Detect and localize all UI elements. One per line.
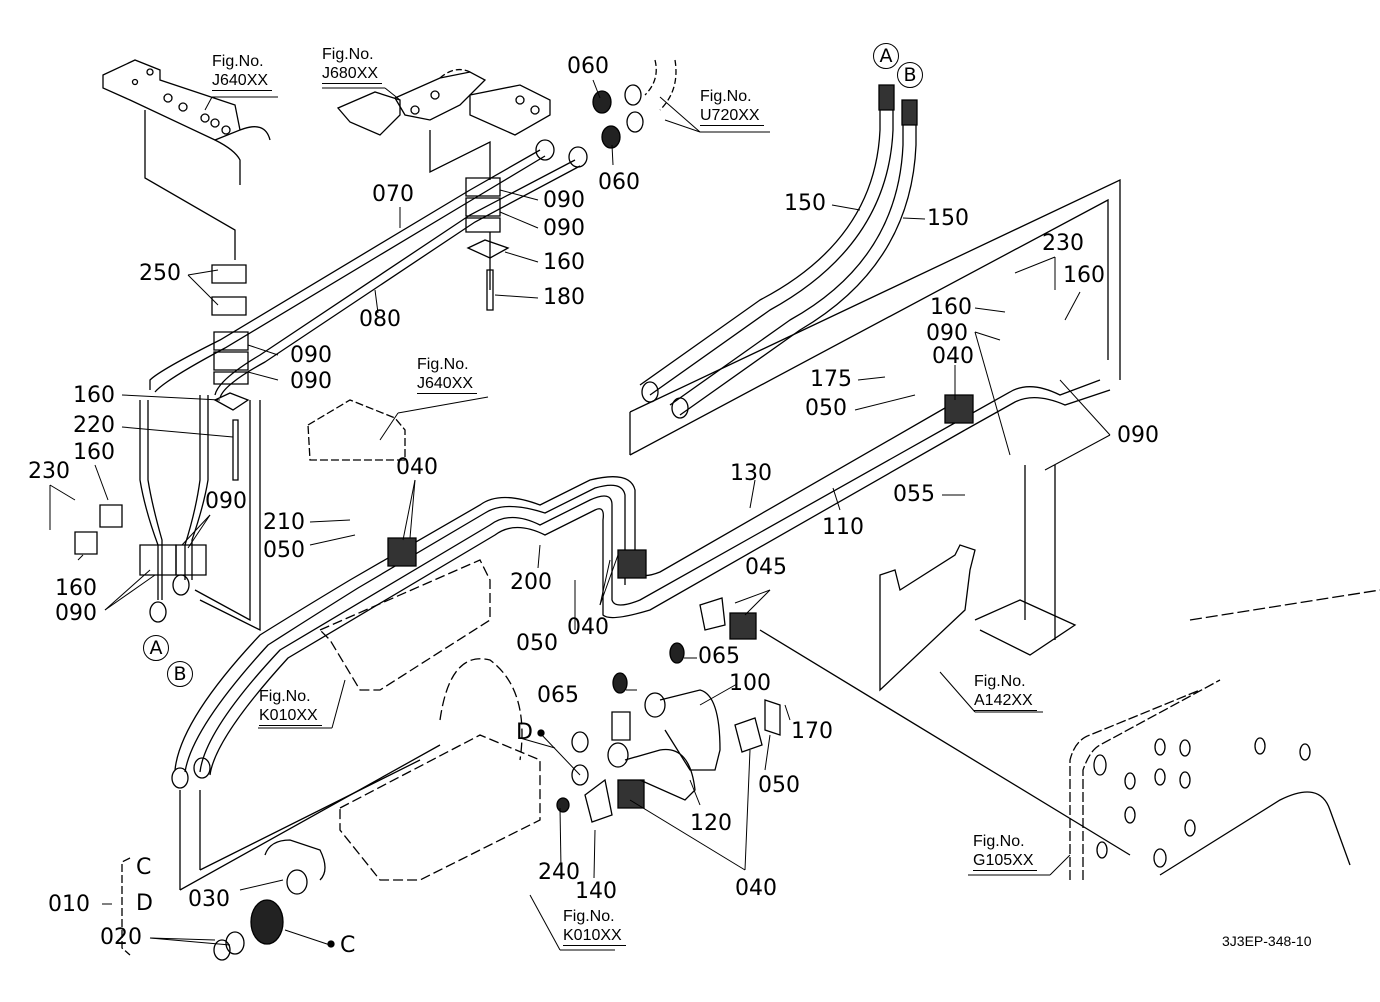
pipe-left-branch: [140, 395, 260, 630]
part-label-160: 160: [543, 250, 585, 275]
part-label-180: 180: [543, 285, 585, 310]
connector-a-top: A: [873, 43, 899, 69]
clamp-040: [618, 550, 646, 578]
clamp-stack-top: [466, 178, 508, 310]
part-label-055: 055: [893, 482, 935, 507]
fig-ref-j640-top: Fig.No.J640XX: [212, 52, 273, 91]
connector-b-bottom: B: [167, 661, 193, 687]
part-label-010: 010: [48, 892, 90, 917]
fig-ref-k010-left: Fig.No.K010XX: [259, 687, 322, 726]
part-label-210: 210: [263, 510, 305, 535]
part-label-160: 160: [73, 440, 115, 465]
part-label-090: 090: [55, 601, 97, 626]
part-label-050: 050: [263, 538, 305, 563]
part-label-040: 040: [932, 344, 974, 369]
part-label-090: 090: [290, 369, 332, 394]
pipe-070: [150, 150, 545, 392]
fig-ref-a142: Fig.No.A142XX: [974, 672, 1037, 711]
plate-k010-bottom: [340, 659, 540, 880]
plate-j640-mid: [308, 400, 405, 460]
drawing-code: 3J3EP-348-10: [1222, 933, 1312, 949]
part-label-060: 060: [567, 54, 609, 79]
bracket-j680: [338, 70, 550, 135]
part-label-090: 090: [290, 343, 332, 368]
fig-ref-j680: Fig.No.J680XX: [322, 45, 383, 84]
part-label-200: 200: [510, 570, 552, 595]
part-label-150: 150: [927, 206, 969, 231]
dot-label-d: D: [516, 720, 533, 745]
clamp-040: [388, 538, 416, 566]
part-label-175: 175: [810, 367, 852, 392]
clamp-040: [945, 395, 973, 423]
fig-ref-g105: Fig.No.G105XX: [973, 832, 1038, 871]
fitting-100-120: [557, 598, 780, 822]
part-label-230: 230: [28, 459, 70, 484]
kit-member-d: D: [136, 891, 153, 916]
part-label-045: 045: [745, 555, 787, 580]
plate-k010-left: [320, 560, 490, 690]
part-label-030: 030: [188, 887, 230, 912]
part-label-020: 020: [100, 925, 142, 950]
leader-lines: [50, 80, 1110, 950]
part-label-120: 120: [690, 811, 732, 836]
block-g105: [1070, 590, 1380, 880]
part-label-050: 050: [758, 773, 800, 798]
part-label-110: 110: [822, 515, 864, 540]
part-label-160: 160: [1063, 263, 1105, 288]
part-label-090: 090: [1117, 423, 1159, 448]
part-label-070: 070: [372, 182, 414, 207]
part-label-160: 160: [55, 576, 97, 601]
pipe-110-130: [175, 380, 1110, 775]
kit-member-c: C: [136, 855, 152, 880]
part-label-100: 100: [729, 671, 771, 696]
part-label-050: 050: [805, 396, 847, 421]
part-label-050: 050: [516, 631, 558, 656]
part-label-090: 090: [926, 321, 968, 346]
nut-060: [593, 91, 620, 148]
part-label-040: 040: [396, 455, 438, 480]
part-label-040: 040: [567, 615, 609, 640]
part-label-160: 160: [73, 383, 115, 408]
connector-a-bottom: A: [143, 635, 169, 661]
fig-ref-k010-bottom: Fig.No.K010XX: [563, 907, 626, 946]
part-label-150: 150: [784, 191, 826, 216]
part-label-065: 065: [698, 644, 740, 669]
part-label-230: 230: [1042, 231, 1084, 256]
bracket-a142: [880, 465, 1075, 690]
connector-b-top: B: [897, 62, 923, 88]
part-label-040: 040: [735, 876, 777, 901]
part-label-080: 080: [359, 307, 401, 332]
hose-150: [640, 85, 917, 418]
part-label-240: 240: [538, 860, 580, 885]
part-label-140: 140: [575, 879, 617, 904]
part-label-090: 090: [543, 216, 585, 241]
part-label-090: 090: [543, 188, 585, 213]
part-label-220: 220: [73, 413, 115, 438]
bracket-j640-top: [103, 60, 270, 185]
coupler-010: [172, 745, 440, 960]
dot-label-c: C: [340, 933, 356, 958]
part-label-170: 170: [791, 719, 833, 744]
part-label-130: 130: [730, 461, 772, 486]
fig-ref-j640-mid: Fig.No.J640XX: [417, 355, 478, 394]
part-label-250: 250: [139, 261, 181, 286]
part-label-060: 060: [598, 170, 640, 195]
clamp-045: [730, 613, 756, 639]
part-label-065: 065: [537, 683, 579, 708]
clamp-040: [618, 780, 644, 808]
part-label-090: 090: [205, 489, 247, 514]
part-label-160: 160: [930, 295, 972, 320]
fig-ref-u720: Fig.No.U720XX: [700, 87, 764, 126]
